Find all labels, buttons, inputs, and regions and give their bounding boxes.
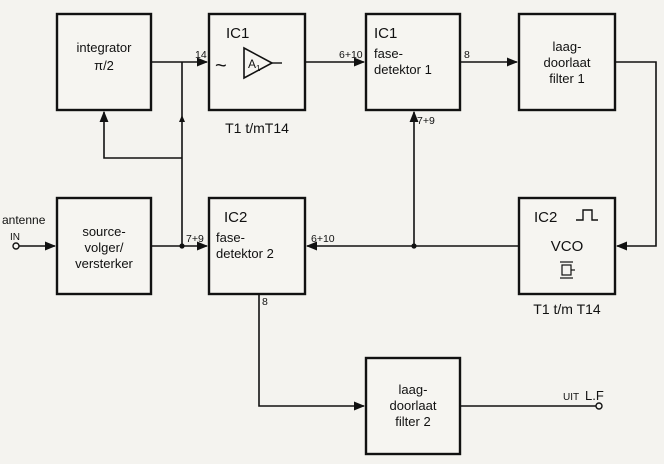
amp-label: A1 [248,57,261,73]
pin-8-bottom-label: 8 [262,296,268,308]
ic1-phase-detector-block [364,12,462,112]
integrator-block [55,12,153,112]
crystal-icon [560,261,575,279]
pin-14-label: 14 [195,49,207,61]
pin-7-9-top-label: 7+9 [417,115,435,127]
ic2-vco-block [517,196,617,296]
integrator-label: integrator [77,40,133,55]
ic1-phase-ic-label: IC1 [374,25,397,42]
ic2-vco-caption: T1 t/m T14 [533,301,601,317]
ic2-phase-label-line1: fase- [216,230,245,245]
source-follower-block [55,196,153,296]
pin-6-10-top-label: 6+10 [339,49,363,61]
output-terminal [595,402,603,410]
lowpass-filter-2-block [364,356,462,456]
lowpass2-label-line1: laag- [399,382,428,397]
wire-to-integrator [99,110,182,159]
wire-lowpass1-to-vco [615,61,657,251]
source-label-line2: volger/ [84,240,123,255]
ic2-phase-detector-block [207,196,307,296]
ic1-phase-label-line1: fase- [374,46,403,61]
ic2-vco-ic-label: IC2 [534,209,557,226]
lowpass1-label-line2: doorlaat [544,55,591,70]
lowpass2-label-line2: doorlaat [390,398,437,413]
junction-vco [411,243,417,249]
lowpass2-label-line3: filter 2 [395,414,430,429]
pin-7-9-bottom-label: 7+9 [186,233,204,245]
ic1-amplifier-block [207,12,307,112]
ic2-phase-label-line2: detektor 2 [216,246,274,261]
tilde-sine-icon: ~ [215,55,227,77]
wire-phase2-to-lowpass2 [258,294,366,411]
vco-label: VCO [551,238,584,255]
lowpass1-label-line1: laag- [553,39,582,54]
pin-8-top-label: 8 [464,49,470,61]
source-label-line3: versterker [75,256,133,271]
antenna-label: antenne [2,213,46,227]
ic1-phase-label-line2: detektor 1 [374,62,432,77]
ic1-amp-ic-label: IC1 [226,25,249,42]
lowpass1-label-line3: filter 1 [549,71,584,86]
junction-source [179,243,185,249]
output-lf-label: L.F [585,388,604,403]
integrator-pi-label: π/2 [94,58,114,73]
amplifier-triangle-icon [243,46,274,80]
output-uit-label: UIT [563,392,579,403]
antenna-terminal [12,242,20,250]
input-in-label: IN [10,232,20,243]
pin-6-10-bottom-label: 6+10 [311,233,335,245]
arrow-source-to-amp [179,115,185,122]
ic2-phase-ic-label: IC2 [224,209,247,226]
ic1-amp-caption: T1 t/mT14 [225,120,289,136]
source-label-line1: source- [82,224,125,239]
square-wave-icon [576,209,598,221]
